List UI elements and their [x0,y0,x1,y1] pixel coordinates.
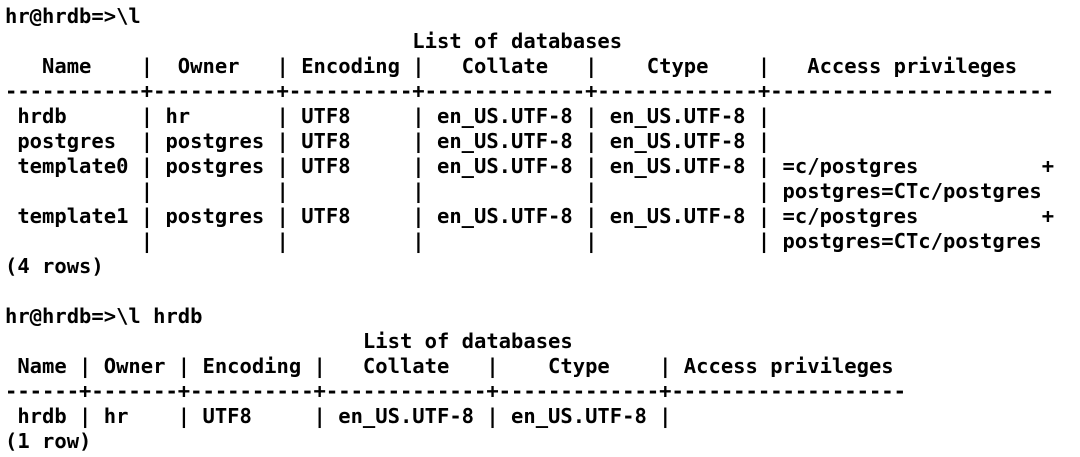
table-title: List of databases [5,29,623,53]
row-count: (1 row) [5,429,92,453]
table-separator: -----------+----------+----------+------… [5,79,1055,103]
blank-line [5,279,1080,304]
prompt-command-line: hr@hrdb=>\l [5,4,141,28]
row-count: (4 rows) [5,254,104,278]
table-row: hrdb | hr | UTF8 | en_US.UTF-8 | en_US.U… [5,404,672,428]
table-header-row: Name | Owner | Encoding | Collate | Ctyp… [5,354,894,378]
terminal-output: hr@hrdb=>\l List of databases Name | Own… [5,4,1080,454]
table-row: template0 | postgres | UTF8 | en_US.UTF-… [5,154,1055,178]
table-row-continuation: | | | | | postgres=CTc/postgres [5,179,1042,203]
table-row: hrdb | hr | UTF8 | en_US.UTF-8 | en_US.U… [5,104,771,128]
table-row: postgres | postgres | UTF8 | en_US.UTF-8… [5,129,771,153]
table-row: template1 | postgres | UTF8 | en_US.UTF-… [5,204,1055,228]
table-row-continuation: | | | | | postgres=CTc/postgres [5,229,1042,253]
prompt-command-line: hr@hrdb=>\l hrdb [5,304,203,328]
table-separator: ------+-------+----------+-------------+… [5,379,906,403]
table-title: List of databases [5,329,573,353]
table-header-row: Name | Owner | Encoding | Collate | Ctyp… [5,54,1018,78]
